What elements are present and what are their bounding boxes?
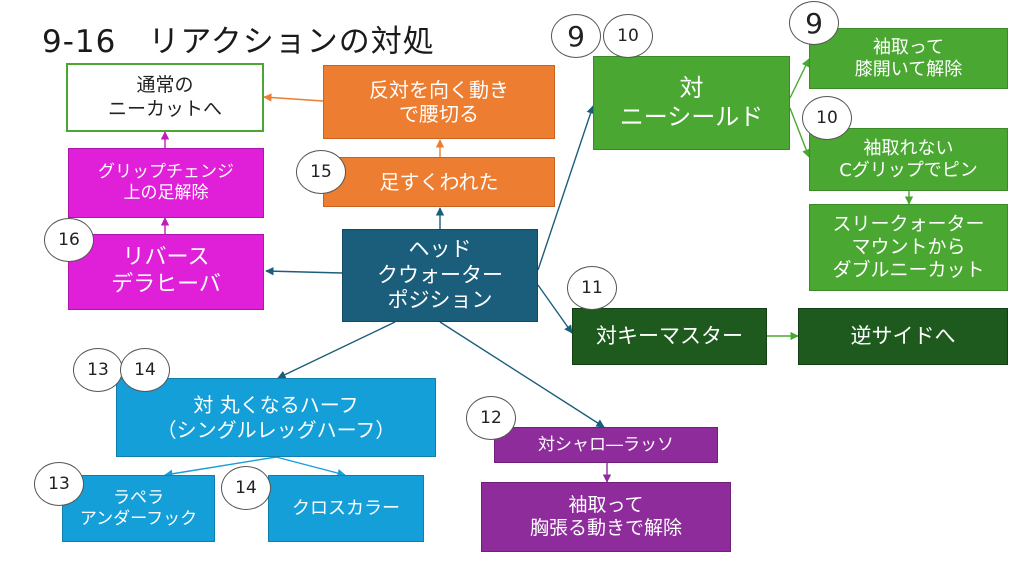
edge-head-to-reverse xyxy=(265,267,343,276)
step-number-badge: 10 xyxy=(802,96,852,140)
chest-expand-release-node: 袖取って 胸張る動きで解除 xyxy=(481,482,731,552)
step-number-badge: 12 xyxy=(466,396,516,440)
cross-collar-node: クロスカラー xyxy=(268,475,424,542)
step-number-badge: 9 xyxy=(789,1,839,45)
edge-knee-shield-to-sleeve xyxy=(789,58,810,99)
reverse-de-la-riva-node: リバース デラヒーバ xyxy=(68,234,264,310)
step-number-badge: 14 xyxy=(221,466,271,510)
leg-swept-node: 足すくわれた xyxy=(323,157,555,207)
step-number-badge: 11 xyxy=(567,266,617,310)
step-number-badge: 13 xyxy=(73,348,123,392)
step-number-badge: 14 xyxy=(120,348,170,392)
three-quarter-mount-node: スリークォーター マウントから ダブルニーカット xyxy=(809,204,1008,291)
step-number-badge: 15 xyxy=(296,150,346,194)
usual-knee-cut-node: 通常の ニーカットへ xyxy=(66,63,264,132)
other-side-node: 逆サイドへ xyxy=(798,308,1008,365)
step-number-badge: 13 xyxy=(34,462,84,506)
sleeve-knee-open-release-node: 袖取って 膝開いて解除 xyxy=(809,28,1008,89)
edge-head-to-round-half xyxy=(277,321,396,379)
step-number-badge: 9 xyxy=(551,14,601,58)
c-grip-pin-node: 袖取れない Cグリップでピン xyxy=(809,128,1008,191)
edge-waist-cut-to-usual xyxy=(263,93,324,102)
grip-change-node: グリップチェンジ 上の足解除 xyxy=(68,148,264,218)
step-number-badge: 16 xyxy=(44,218,94,262)
waist-cut-node: 反対を向く動き で腰切る xyxy=(323,65,555,139)
head-quarter-position-node: ヘッド クウォーター ポジション xyxy=(342,229,538,322)
page-title: 9-16 リアクションの対処 xyxy=(42,24,435,60)
vs-round-half-node: 対 丸くなるハーフ （シングルレッグハーフ） xyxy=(116,378,436,457)
edge-half-to-cross-collar xyxy=(275,456,346,478)
step-number-badge: 10 xyxy=(603,14,653,58)
vs-key-master-node: 対キーマスター xyxy=(572,308,767,365)
lapel-underhook-node: ラペラ アンダーフック xyxy=(62,475,215,542)
vs-knee-shield-node: 対 ニーシールド xyxy=(593,56,790,150)
vs-shallow-lasso-node: 対シャロ―ラッソ xyxy=(494,427,718,463)
